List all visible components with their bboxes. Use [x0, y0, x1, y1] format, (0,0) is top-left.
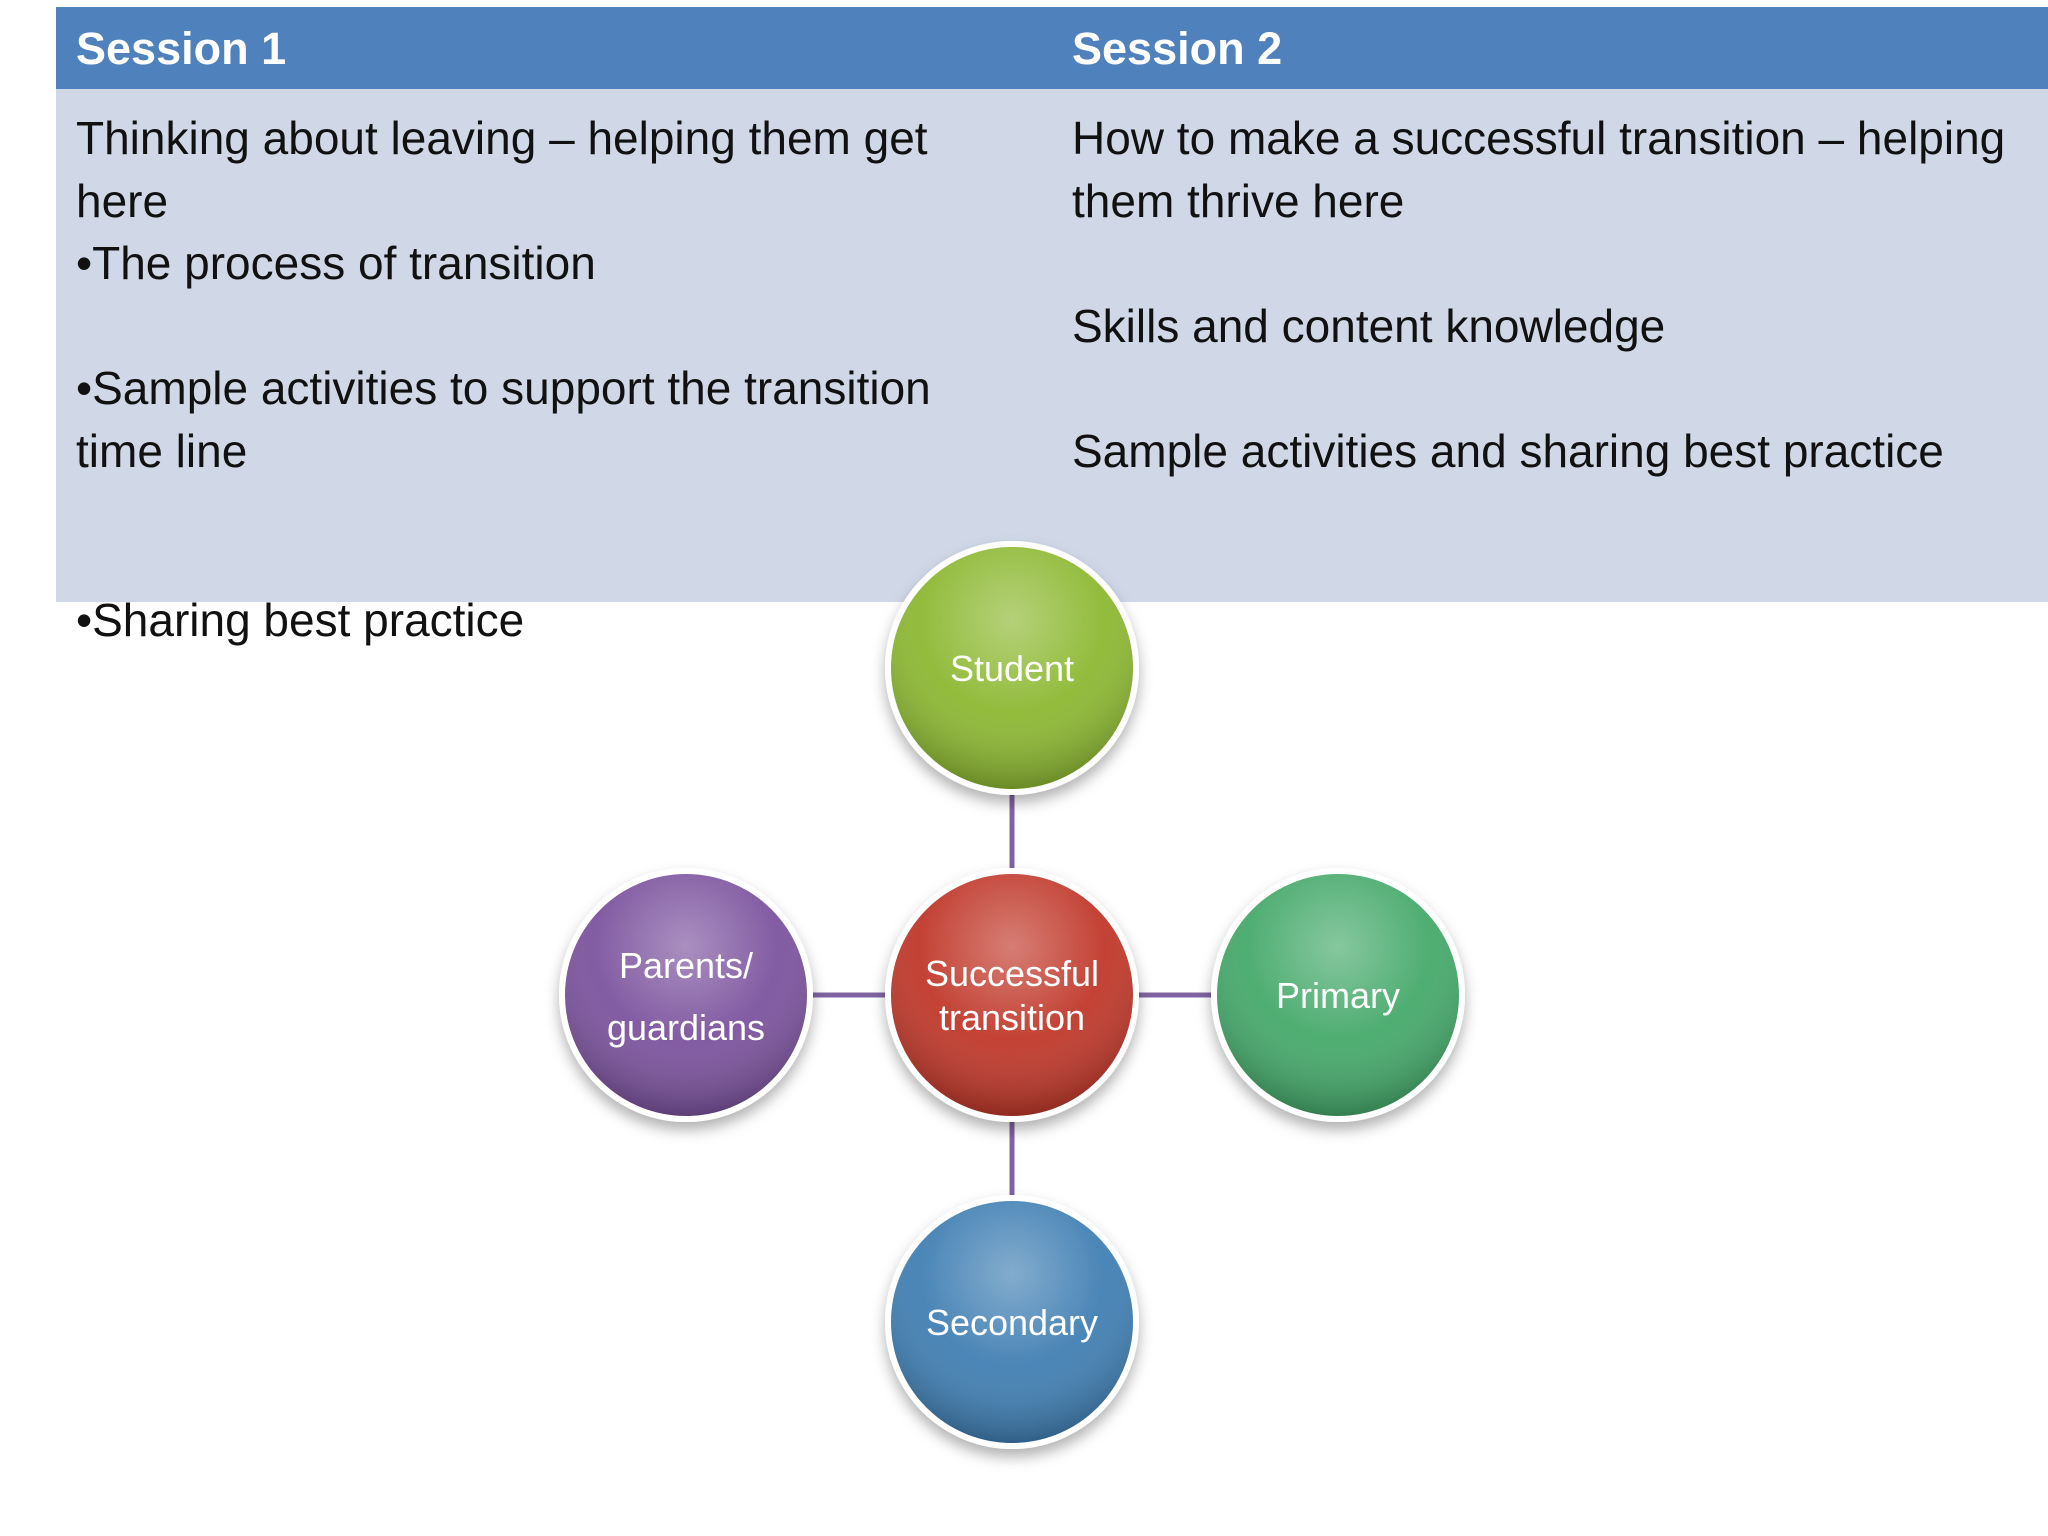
node-successful-transition: Successful transition — [885, 868, 1139, 1122]
session-1-line: •The process of transition — [76, 237, 596, 289]
session-2-title: Session 2 — [1072, 23, 1283, 74]
session-1-body: Thinking about leaving – helping them ge… — [76, 107, 931, 651]
session-2-body: How to make a successful transition – he… — [1072, 107, 2005, 482]
node-center-label-line-1: Successful — [925, 953, 1099, 994]
session-2-line: How to make a successful transition – he… — [1072, 112, 2006, 164]
node-primary-label: Primary — [1276, 975, 1400, 1016]
node-center-label-line-2: transition — [939, 997, 1085, 1038]
node-parents-label-line-1: Parents/ — [619, 945, 753, 986]
node-student: Student — [885, 541, 1139, 795]
session-table-header — [56, 7, 2048, 89]
node-secondary-gloss — [891, 1201, 1133, 1443]
session-table: Session 1 Thinking about leaving – helpi… — [56, 7, 2048, 646]
session-1-line: here — [76, 174, 169, 227]
session-1-line: time line — [76, 424, 248, 477]
node-student-gloss — [891, 547, 1133, 789]
node-student-label: Student — [950, 648, 1074, 689]
node-parents-label-line-2: guardians — [607, 1007, 765, 1048]
session-1-line: •Sharing best practice — [76, 593, 525, 646]
node-secondary: Secondary — [885, 1195, 1139, 1449]
session-1-line: Thinking about leaving – helping them ge… — [76, 112, 928, 164]
session-2-line: Sample activities and sharing best pract… — [1072, 424, 1944, 477]
node-center-gloss — [891, 874, 1133, 1116]
node-secondary-label: Secondary — [926, 1302, 1098, 1343]
node-parents-guardians: Parents/ guardians — [559, 868, 813, 1122]
session-2-line: them thrive here — [1072, 174, 1405, 227]
session-1-title: Session 1 — [76, 23, 287, 74]
session-2-line: Skills and content knowledge — [1072, 299, 1666, 352]
node-parents-gloss — [565, 874, 807, 1116]
node-primary: Primary — [1211, 868, 1465, 1122]
session-1-line: •Sample activities to support the transi… — [76, 362, 931, 414]
node-primary-gloss — [1217, 874, 1459, 1116]
